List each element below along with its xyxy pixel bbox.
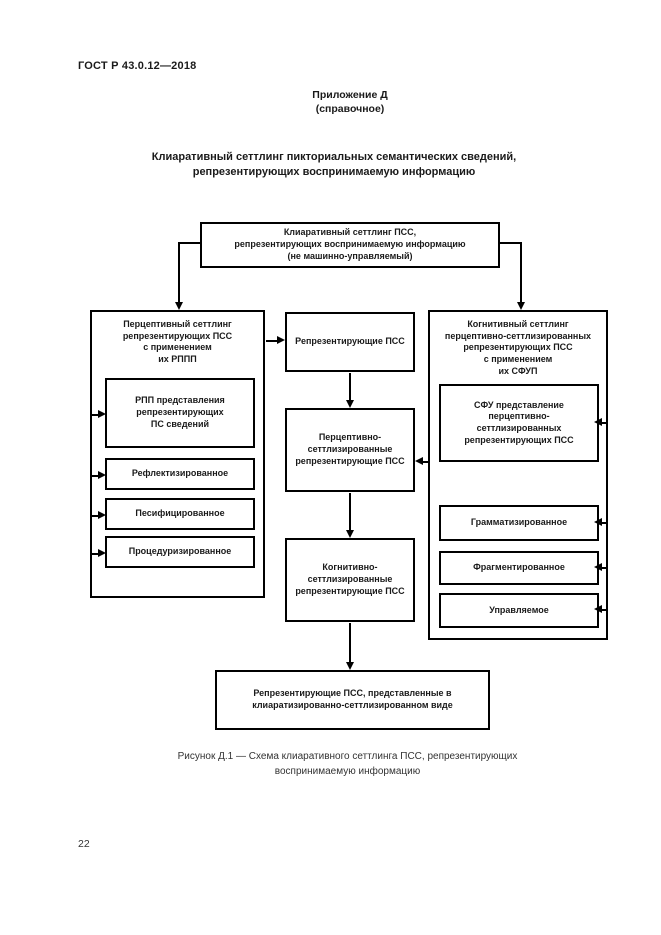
left-group-header: Перцептивный сеттлинг репрезентирующих П… bbox=[122, 319, 233, 365]
result-box: Репрезентирующие ПСС, представленные в к… bbox=[215, 670, 490, 730]
connector-line bbox=[599, 422, 608, 424]
right-group-header: Когнитивный сеттлинг перцептивно-сеттлиз… bbox=[444, 319, 592, 376]
connector-line bbox=[266, 340, 279, 342]
arrow-left-icon bbox=[594, 418, 602, 426]
connector-line bbox=[178, 242, 202, 244]
connector-line bbox=[92, 475, 101, 477]
connector-line bbox=[599, 567, 608, 569]
connector-line bbox=[92, 414, 101, 416]
connector-line bbox=[520, 242, 522, 303]
arrow-left-icon bbox=[594, 518, 602, 526]
middle-box-2: Перцептивно- сеттлизированные репрезенти… bbox=[285, 408, 415, 492]
left-item-box: Рефлектизированное bbox=[105, 458, 255, 490]
top-box: Клиаративный сеттлинг ПСС, репрезентирую… bbox=[200, 222, 500, 268]
right-item-box: Фрагментированное bbox=[439, 551, 599, 585]
right-item-box: Грамматизированное bbox=[439, 505, 599, 541]
connector-line bbox=[178, 242, 180, 303]
arrow-down-icon bbox=[346, 400, 354, 408]
connector-line bbox=[498, 242, 522, 244]
page-title: Клиаративный сеттлинг пикториальных сема… bbox=[151, 151, 517, 178]
left-main-box: РПП представления репрезентирующих ПС св… bbox=[105, 378, 255, 448]
left-group-box: Перцептивный сеттлинг репрезентирующих П… bbox=[90, 310, 265, 598]
right-item-box: Управляемое bbox=[439, 593, 599, 628]
connector-line bbox=[599, 522, 608, 524]
arrow-right-icon bbox=[98, 511, 106, 519]
connector-line bbox=[421, 461, 429, 463]
arrow-right-icon bbox=[98, 471, 106, 479]
middle-box-3: Когнитивно- сеттлизированные репрезентир… bbox=[285, 538, 415, 622]
arrow-right-icon bbox=[98, 410, 106, 418]
arrow-down-icon bbox=[346, 530, 354, 538]
left-item-box: Песифицированное bbox=[105, 498, 255, 530]
connector-line bbox=[599, 609, 608, 611]
connector-line bbox=[349, 623, 351, 664]
page-number: 22 bbox=[78, 838, 90, 850]
left-item-box: Процедуризированное bbox=[105, 536, 255, 568]
middle-box-1: Репрезентирующие ПСС bbox=[285, 312, 415, 372]
arrow-down-icon bbox=[175, 302, 183, 310]
arrow-down-icon bbox=[346, 662, 354, 670]
arrow-right-icon bbox=[277, 336, 285, 344]
appendix-heading: Приложение Д (справочное) bbox=[312, 89, 388, 116]
connector-line bbox=[349, 373, 351, 402]
figure-caption: Рисунок Д.1 — Схема клиаративного сеттли… bbox=[177, 751, 518, 777]
arrow-left-icon bbox=[415, 457, 423, 465]
connector-line bbox=[92, 515, 101, 517]
arrow-left-icon bbox=[594, 605, 602, 613]
arrow-left-icon bbox=[594, 563, 602, 571]
connector-line bbox=[92, 553, 101, 555]
right-group-box: Когнитивный сеттлинг перцептивно-сеттлиз… bbox=[428, 310, 608, 640]
connector-line bbox=[349, 493, 351, 532]
doc-number: ГОСТ Р 43.0.12—2018 bbox=[78, 60, 197, 72]
arrow-down-icon bbox=[517, 302, 525, 310]
arrow-right-icon bbox=[98, 549, 106, 557]
right-main-box: СФУ представление перцептивно- сеттлизир… bbox=[439, 384, 599, 462]
